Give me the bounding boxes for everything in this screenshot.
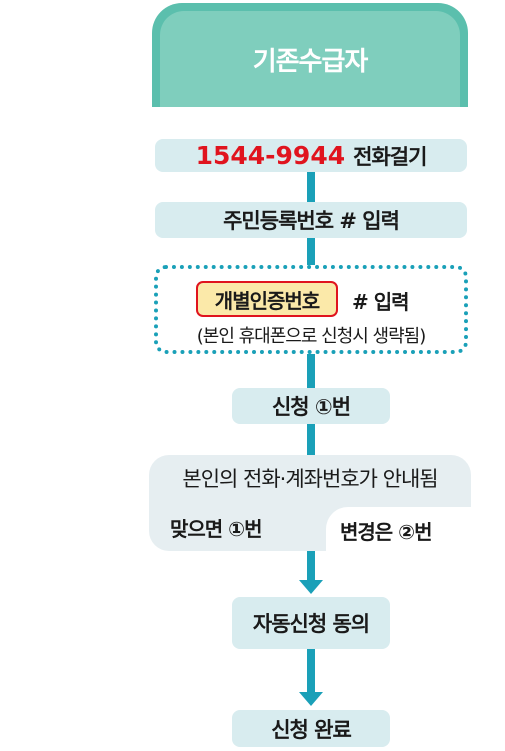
- step-complete-label: 신청 완료: [271, 717, 352, 742]
- info-panel-notch: [326, 507, 486, 567]
- personal-note: (본인 휴대폰으로 신청시 생략됨): [154, 320, 468, 350]
- header-tab: 기존수급자: [152, 3, 468, 107]
- connector-line: [307, 354, 315, 390]
- step-complete: 신청 완료: [232, 710, 390, 747]
- arrow-shaft: [307, 551, 315, 581]
- header-title: 기존수급자: [252, 46, 369, 77]
- connector-line: [307, 421, 315, 455]
- info-line-text: 본인의 전화·계좌번호가 안내됨: [182, 467, 438, 491]
- step-consent: 자동신청 동의: [232, 597, 390, 649]
- step-consent-label: 자동신청 동의: [252, 612, 370, 636]
- info-change: 변경은 ②번: [340, 513, 432, 547]
- phone-number: 1544-9944: [195, 141, 346, 170]
- personal-code-chip: 개별인증번호: [196, 281, 338, 317]
- personal-note-text: (본인 휴대폰으로 신청시 생략됨): [196, 326, 426, 347]
- personal-input-text: # 입력: [352, 283, 410, 317]
- connector-line: [307, 170, 315, 204]
- header-inner: 기존수급자: [160, 11, 460, 107]
- step-call-label: 전화걸기: [353, 144, 427, 169]
- step-call: 1544-9944 전화걸기: [155, 139, 467, 172]
- step-resident: 주민등록번호 # 입력: [155, 202, 467, 238]
- info-match: 맞으면 ①번: [170, 510, 262, 544]
- connector-line: [307, 236, 315, 266]
- info-line: 본인의 전화·계좌번호가 안내됨: [149, 460, 471, 496]
- arrow-shaft: [307, 649, 315, 693]
- personal-code-label: 개별인증번호: [214, 288, 320, 313]
- arrow-down-icon: [299, 692, 323, 706]
- step-resident-label: 주민등록번호 # 입력: [223, 209, 400, 233]
- info-match-text: 맞으면 ①번: [170, 516, 262, 541]
- info-change-text: 변경은 ②번: [340, 519, 432, 544]
- step-apply: 신청 ①번: [232, 388, 390, 424]
- step-apply-label: 신청 ①번: [271, 395, 351, 419]
- personal-input-label: # 입력: [352, 289, 410, 314]
- arrow-down-icon: [299, 580, 323, 594]
